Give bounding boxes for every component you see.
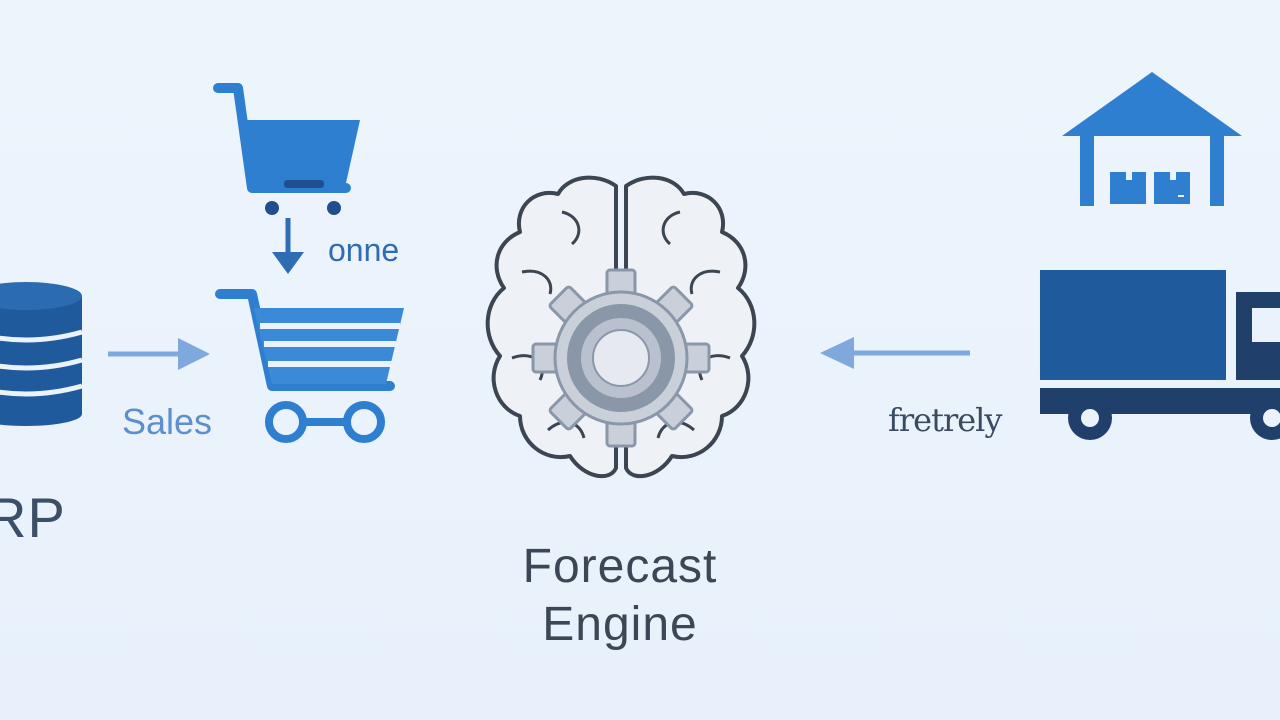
arrow-down-icon [272,218,304,274]
warehouse-icon [1062,72,1242,206]
database-icon [0,282,83,426]
online-cart-icon [213,83,360,215]
brain-gear-icon [485,175,757,478]
truck-icon [1040,270,1280,440]
arrow-left-icon [820,337,970,369]
forecast-engine-line2: Engine [542,598,698,651]
online-label: onne [328,232,400,268]
forecast-engine-title: Forecast Engine [420,538,820,654]
freight-label: fretrely [888,401,1002,439]
erp-label: RP [0,486,66,549]
shopping-cart-icon [215,289,404,443]
forecast-engine-line1: Forecast [522,540,718,593]
sales-label: Sales [122,401,213,442]
arrow-right-icon [108,338,210,370]
